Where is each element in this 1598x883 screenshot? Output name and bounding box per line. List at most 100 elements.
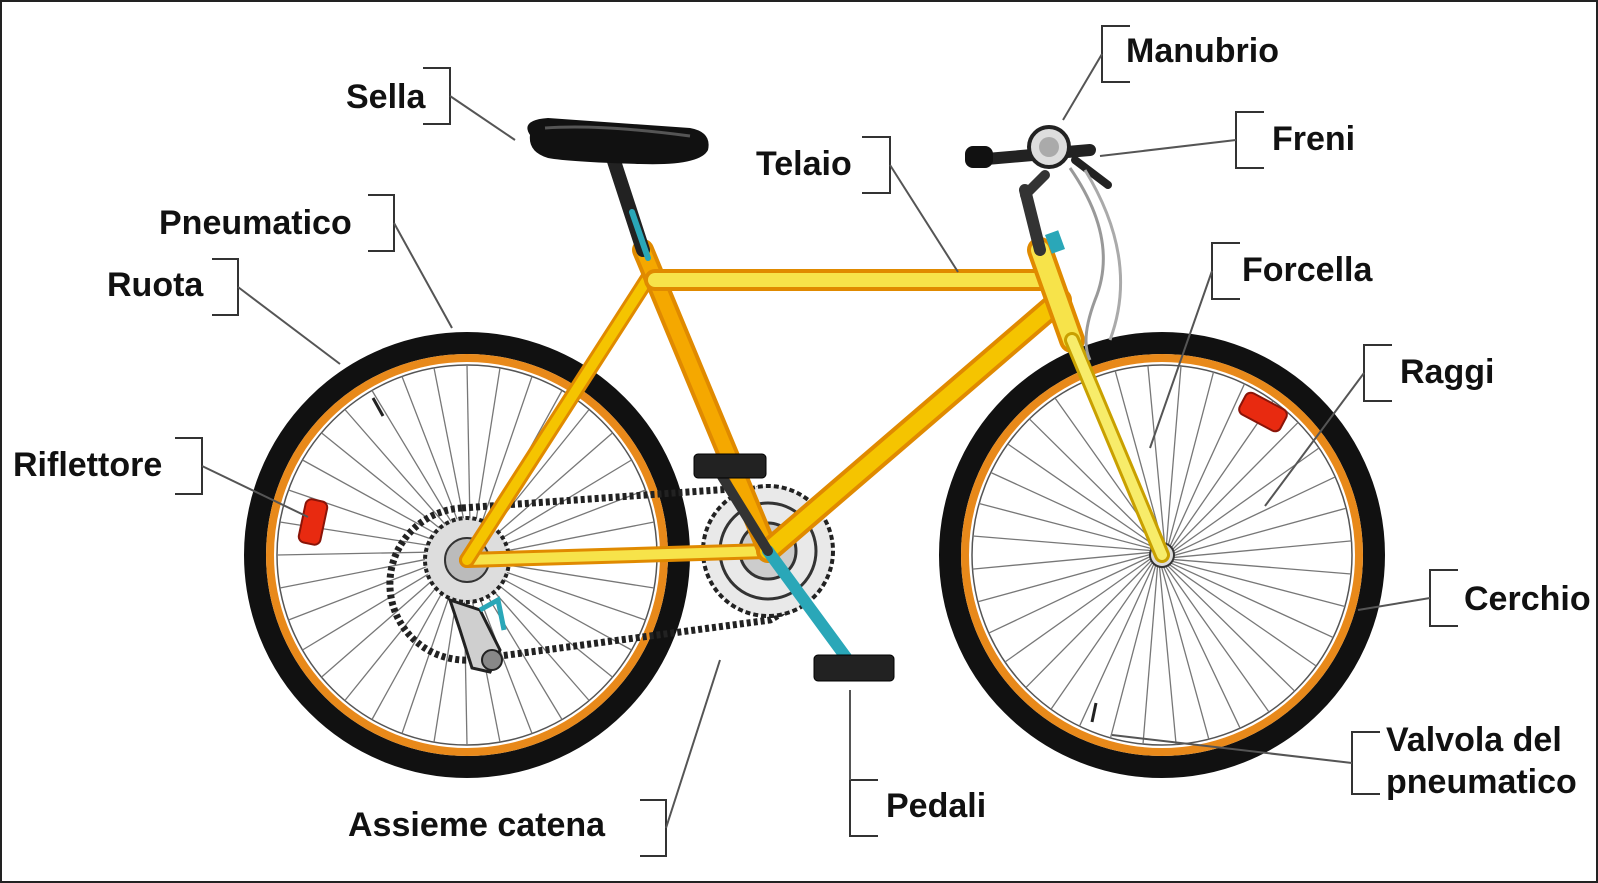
saddle [527, 118, 709, 165]
derailleur-accent [478, 596, 507, 631]
fork [1067, 335, 1167, 560]
spoke [1165, 563, 1296, 692]
saddle-highlight [544, 125, 691, 138]
spoke [1147, 365, 1166, 546]
rear-valve [371, 397, 385, 417]
spoke [1167, 371, 1215, 548]
bracket-pedali [849, 779, 878, 837]
label-telaio: Telaio [756, 145, 852, 183]
rear-reflector [297, 498, 329, 546]
label-raggi: Raggi [1400, 353, 1494, 391]
leader-freni [1099, 139, 1237, 157]
chainstay [462, 546, 773, 565]
spoke [1171, 507, 1347, 557]
spoke [990, 471, 1156, 549]
spoke [1114, 370, 1164, 546]
crank-arm-rear [713, 465, 773, 556]
spoke [401, 376, 468, 546]
front-reflector [1238, 391, 1288, 433]
spoke [1171, 540, 1352, 559]
front-rim-inner [971, 364, 1353, 746]
spoke [1170, 558, 1352, 575]
leader-riflettore [201, 465, 309, 518]
down-tube [760, 292, 1068, 559]
leader-sella [449, 95, 516, 141]
leader-pneumatico [393, 222, 453, 329]
leader-cerchio [1357, 597, 1431, 611]
spoke [472, 376, 533, 548]
spoke [1028, 418, 1159, 547]
spoke [1025, 558, 1154, 689]
spoke [1158, 564, 1177, 745]
callouts [175, 25, 1458, 857]
front-spokes [972, 365, 1352, 745]
front-pedal [813, 654, 895, 682]
front-valve [1090, 702, 1098, 723]
spoke [1007, 443, 1157, 548]
derailleur-pulley [481, 649, 503, 671]
spoke [302, 459, 461, 548]
spoke [1171, 476, 1336, 555]
leader-assieme-catena [665, 659, 721, 829]
label-pneumatico: Pneumatico [159, 204, 352, 242]
leader-manubrio [1062, 53, 1103, 121]
spoke [1162, 564, 1241, 729]
crank-arm [762, 545, 854, 666]
leader-valvola [1111, 734, 1353, 764]
label-sella: Sella [346, 78, 426, 116]
leader-raggi [1264, 372, 1365, 507]
spoke [1169, 560, 1346, 608]
stem [1019, 184, 1046, 256]
spoke [466, 364, 472, 546]
leader-ruota [237, 286, 341, 365]
front-tire [939, 332, 1385, 778]
label-freni: Freni [1272, 120, 1355, 158]
spoke [344, 409, 465, 547]
label-cerchio: Cerchio [1464, 580, 1591, 618]
spoke [977, 553, 1153, 603]
label-manubrio: Manubrio [1126, 32, 1279, 70]
seatstay [462, 267, 657, 565]
headset-accent [1045, 230, 1065, 254]
spoke [978, 502, 1155, 550]
spoke [1142, 563, 1159, 745]
bell-center [1039, 137, 1059, 157]
spoke [371, 390, 466, 546]
spoke [1050, 560, 1155, 710]
leader-telaio [889, 164, 959, 273]
spoke [1160, 564, 1210, 740]
spoke [1170, 421, 1299, 552]
spoke [1168, 383, 1246, 549]
front-wheel [939, 332, 1385, 778]
spoke [988, 555, 1153, 634]
spoke [1078, 561, 1156, 727]
spoke [321, 432, 463, 547]
crank-group [693, 453, 895, 682]
left-grip [965, 146, 993, 168]
seat-tube [636, 243, 775, 558]
spoke [471, 367, 501, 547]
spoke [1163, 564, 1270, 713]
labels: Sella Telaio Pneumatico Ruota Riflettore… [13, 32, 1591, 844]
brake-cable-2 [1083, 169, 1123, 341]
spoke [1004, 556, 1153, 663]
label-valvola-line2: pneumatico [1386, 763, 1577, 801]
brake-lever [1071, 156, 1112, 189]
spoke [1168, 561, 1334, 639]
spoke [1169, 400, 1274, 550]
spoke [433, 367, 470, 546]
label-ruota: Ruota [107, 266, 204, 304]
spoke [972, 551, 1153, 570]
label-assieme-catena: Assieme catena [348, 806, 606, 844]
bicycle-illustration [244, 118, 1385, 778]
label-valvola-line1: Valvola del [1386, 721, 1562, 759]
label-forcella: Forcella [1242, 251, 1373, 289]
leader-forcella [1149, 270, 1213, 449]
stem-neck [1020, 170, 1050, 200]
handlebar-group [965, 125, 1123, 361]
spoke [1109, 562, 1157, 739]
frame [459, 148, 1170, 568]
